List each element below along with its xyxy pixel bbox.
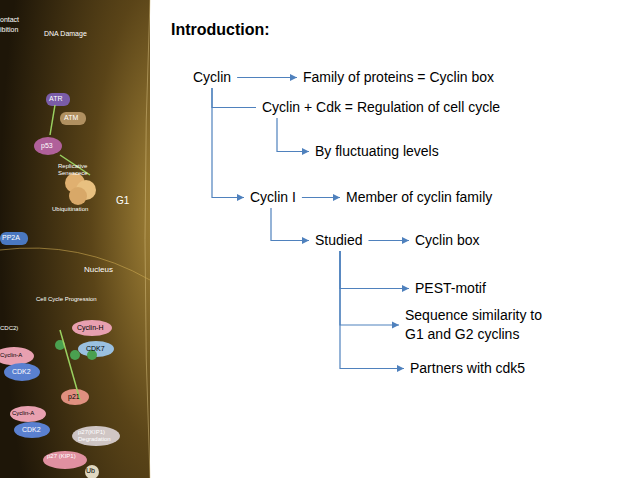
concept-text: Member of cyclin family [346, 188, 492, 207]
arrow-head [290, 74, 297, 81]
cell-cycle-illustration [0, 0, 160, 478]
connector-line [340, 251, 399, 325]
illustration-label: CDC2) [0, 325, 18, 332]
slide-title: Introduction: [171, 21, 270, 39]
illustration-label: ATR [49, 95, 62, 103]
arrow-head [402, 285, 409, 292]
illustration-label: Cyclin-A [0, 352, 22, 359]
flow-arrow [340, 251, 409, 292]
arrow-head [333, 194, 340, 201]
arrow-head [402, 237, 409, 244]
illustration-label: CDK2 [12, 368, 31, 376]
concept-label: Cyclin I [250, 188, 296, 207]
concept-text: Cyclin + Cdk = Regulation of cell cycle [262, 98, 500, 117]
concept-label: Partners with cdk5 [410, 359, 525, 378]
arrow-head [302, 237, 309, 244]
concept-text: Cyclin [193, 68, 231, 87]
concept-label: By fluctuating levels [315, 142, 439, 161]
illustration-label: Ub [86, 467, 95, 475]
illustration-label: G1 [116, 195, 129, 206]
illustration-label: CDK7 [86, 345, 105, 353]
concept-text: Sequence similarity to G1 and G2 cyclins [405, 306, 555, 344]
connector-line [212, 88, 256, 108]
arrow-head [237, 194, 244, 201]
illustration-label: CDK2 [22, 426, 41, 434]
connector-line [237, 77, 297, 78]
illustration-label: p27(KIP1) Degradation [78, 429, 123, 442]
flow-arrow [237, 74, 297, 81]
concept-label: Family of proteins = Cyclin box [303, 68, 494, 87]
flow-arrow [212, 88, 256, 108]
illustration-label: ATM [64, 114, 78, 122]
flow-arrow [368, 237, 409, 244]
concept-label: Sequence similarity to G1 and G2 cyclins [405, 306, 555, 344]
connector-line [368, 240, 409, 241]
arrow-head [397, 365, 404, 372]
illustration-label: Ubiquitination [52, 206, 88, 213]
illustration-label: ibition [0, 26, 18, 34]
connector-line [277, 118, 309, 152]
concept-text: Cyclin box [415, 231, 480, 250]
flow-arrow [212, 88, 244, 201]
illustration-label: PP2A [2, 234, 20, 242]
concept-text: PEST-motif [415, 279, 486, 298]
illustration-label: Cell Cycle Progression [36, 296, 97, 303]
illustration-label: Replicative Senescece [58, 163, 113, 176]
concept-label: Cyclin box [415, 231, 480, 250]
concept-text: Cyclin I [250, 188, 296, 207]
concept-label: Cyclin + Cdk = Regulation of cell cycle [262, 98, 500, 117]
illustration-label: ontact [0, 16, 19, 24]
flow-arrow [340, 251, 399, 329]
flow-arrow [277, 118, 309, 155]
illustration-label: p53 [41, 142, 53, 150]
arrow-head [392, 322, 399, 329]
connector-line [212, 88, 244, 198]
connector-line [340, 251, 404, 369]
concept-label: Member of cyclin family [346, 188, 492, 207]
concept-text: Studied [315, 231, 362, 250]
illustration-label: Nucleus [84, 266, 113, 275]
concept-label: PEST-motif [415, 279, 486, 298]
arrow-head [302, 148, 309, 155]
flow-arrow [302, 194, 340, 201]
illustration-label: DNA Damage [44, 30, 87, 38]
concept-text: By fluctuating levels [315, 142, 439, 161]
connector-line [271, 208, 309, 241]
flow-arrow [340, 251, 404, 372]
concept-label: Cyclin [193, 68, 231, 87]
illustration-label: Cyclin-A [12, 410, 34, 417]
illustration-label: p21 [68, 393, 80, 401]
connector-line [302, 197, 340, 198]
flow-arrow [271, 208, 309, 244]
illustration-label: Cyclin-H [77, 324, 103, 332]
connector-line [340, 251, 409, 289]
concept-label: Studied [315, 231, 362, 250]
concept-text: Partners with cdk5 [410, 359, 525, 378]
illustration-label: p27 (KIP1) [47, 453, 82, 460]
concept-text: Family of proteins = Cyclin box [303, 68, 494, 87]
